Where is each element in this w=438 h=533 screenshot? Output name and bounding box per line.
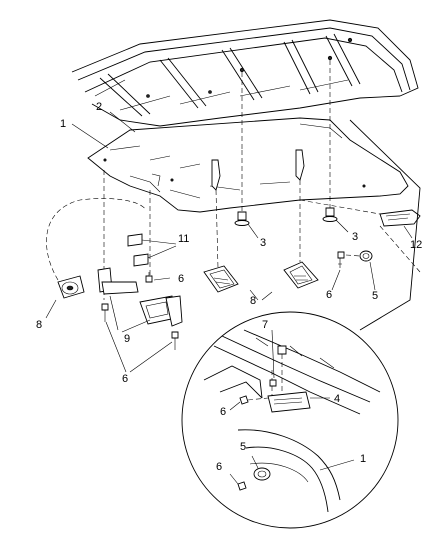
reading-lamp <box>299 199 421 273</box>
callout-11: 11 <box>178 233 189 245</box>
callout-8-center: 8 <box>250 295 256 307</box>
callout-6-detail-a: 6 <box>220 406 226 418</box>
callout-3-right: 3 <box>352 231 358 243</box>
callout-12: 12 <box>410 239 422 251</box>
roof-frame <box>71 19 419 150</box>
leader-8-center-b <box>261 291 273 301</box>
left-visor-assembly <box>45 170 183 373</box>
visor-pad-center-right <box>283 180 319 289</box>
right-clip-and-screw <box>331 250 376 291</box>
leader-8-center <box>249 289 259 301</box>
push-pin-left <box>234 150 259 239</box>
callout-labels: 1 2 3 3 11 12 6 6 5 8 8 9 6 7 4 6 5 6 1 <box>36 101 422 473</box>
detail-circle <box>181 311 399 529</box>
callout-5-detail: 5 <box>240 441 246 453</box>
callout-5-right: 5 <box>372 290 378 302</box>
callout-6-mid: 6 <box>178 273 184 285</box>
visor-hooks <box>151 149 305 191</box>
visor-pad-center-left <box>203 189 239 293</box>
callout-4-detail: 4 <box>334 393 340 405</box>
callout-6-bottom: 6 <box>122 373 128 385</box>
callout-1-top: 1 <box>60 118 66 130</box>
callout-2: 2 <box>96 101 102 113</box>
callout-6-detail-b: 6 <box>216 461 222 473</box>
callout-1-detail: 1 <box>360 453 366 465</box>
detail-leader <box>349 119 421 331</box>
callout-6-right: 6 <box>326 289 332 301</box>
callout-9: 9 <box>124 333 130 345</box>
callout-8-left: 8 <box>36 319 42 331</box>
callout-7-detail: 7 <box>262 319 268 331</box>
callout-3-left: 3 <box>260 237 266 249</box>
push-pin-right <box>322 140 349 233</box>
